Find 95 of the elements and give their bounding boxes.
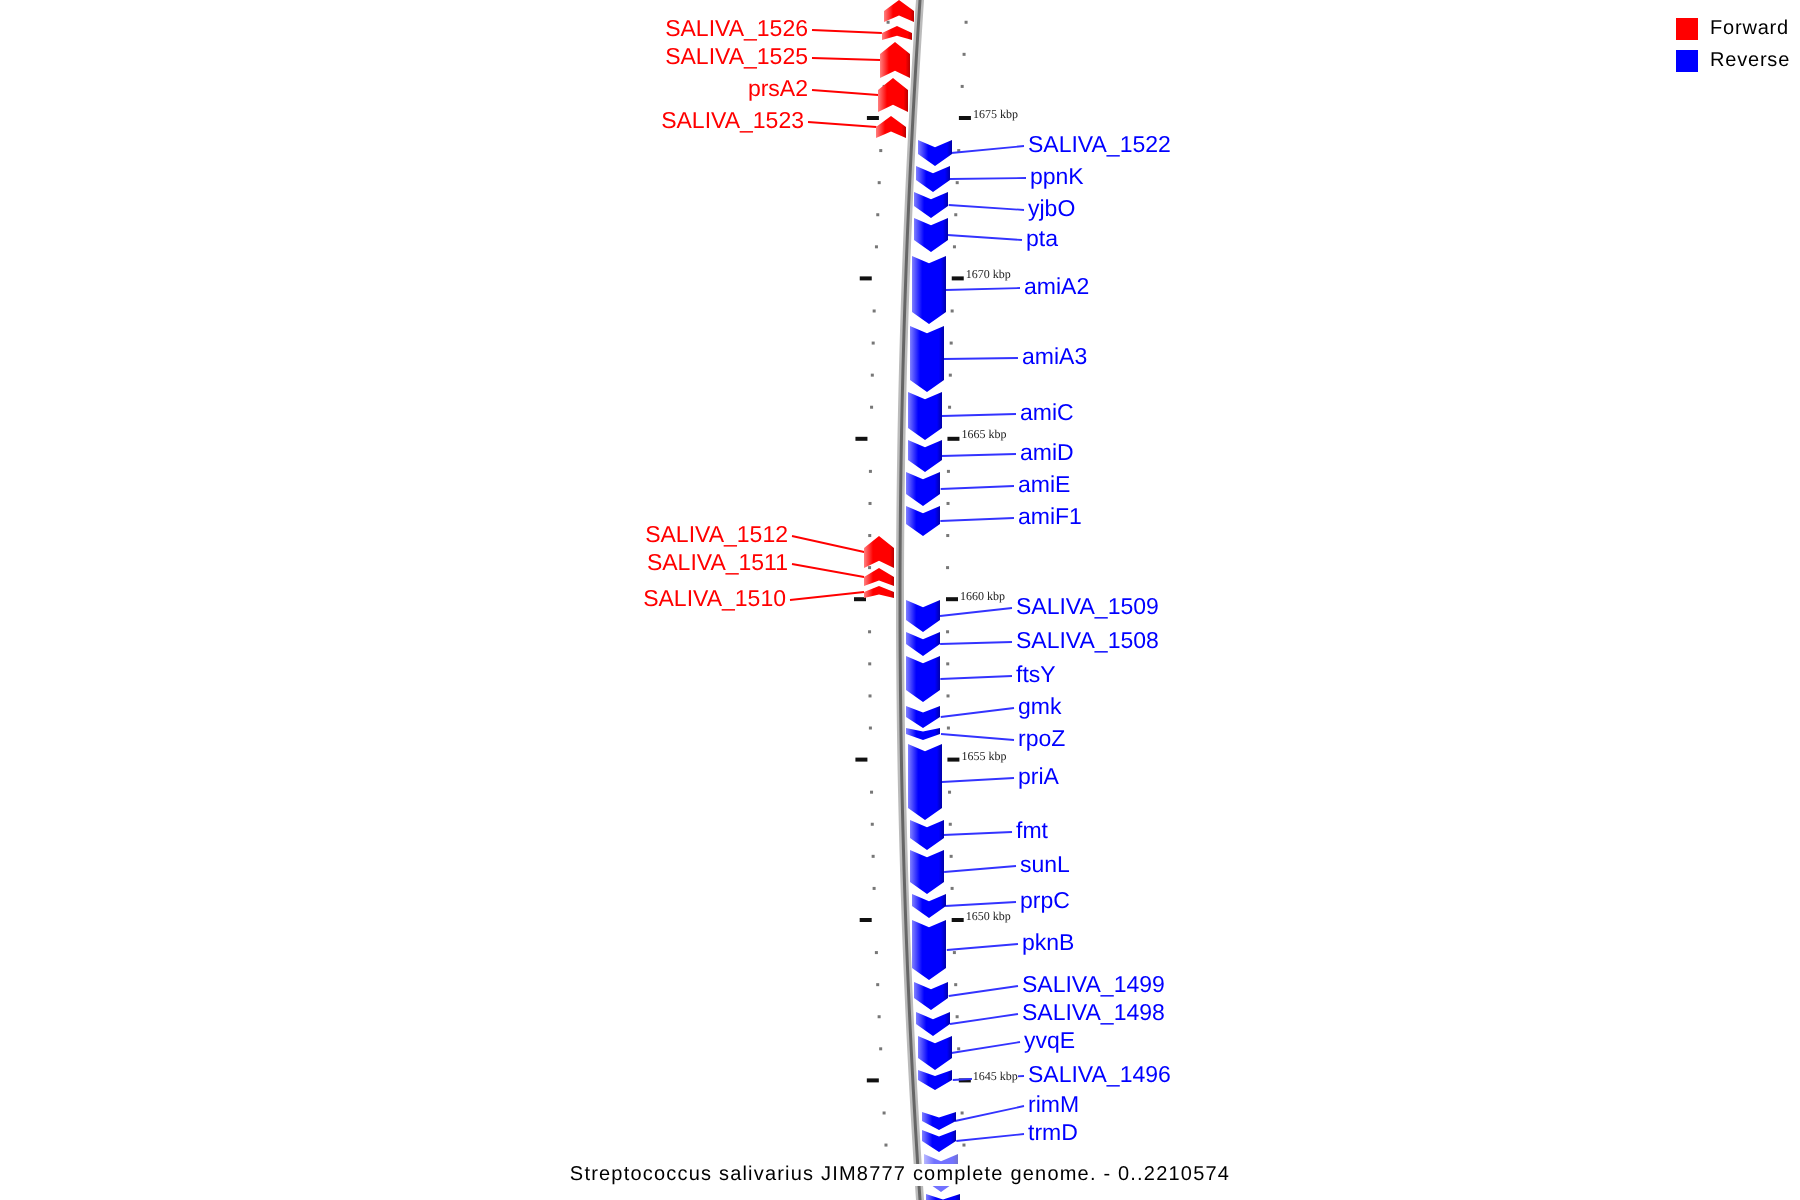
legend-text: Reverse: [1710, 50, 1791, 72]
gene-label: SALIVA_1499: [1022, 972, 1165, 1000]
gene-label: SALIVA_1496: [1028, 1062, 1171, 1090]
leader-line: [939, 675, 1013, 680]
gene-label: SALIVA_1511: [646, 550, 788, 578]
leader-line: [811, 89, 880, 96]
gene-block: [915, 166, 950, 192]
gene-label: SALIVA_1525: [665, 44, 808, 72]
leader-line: [944, 287, 1021, 291]
gene-label: ftsY: [1016, 662, 1056, 690]
gene-block: [906, 632, 941, 656]
gene-label: priA: [1018, 764, 1059, 792]
gene-block: [906, 600, 940, 632]
leader-line: [789, 591, 865, 601]
gene-block: [906, 728, 941, 740]
gene-label: prpC: [1020, 888, 1070, 916]
gene-label: yjbO: [1028, 196, 1076, 224]
leader-line: [946, 234, 1023, 241]
leader-line: [940, 453, 1017, 457]
gene-label: sunL: [1020, 852, 1070, 880]
gene-label: fmt: [1016, 818, 1048, 846]
caption: Streptococcus salivarius JIM8777 complete genome. - 0..2210574: [565, 1164, 1235, 1186]
gene-block: [921, 1112, 956, 1130]
gene-label: SALIVA_1509: [1016, 594, 1159, 622]
leader-line: [947, 985, 1019, 997]
gene-block: [911, 256, 946, 324]
leader-line: [942, 357, 1019, 360]
leader-line: [945, 943, 1019, 951]
leader-line: [939, 707, 1015, 718]
gene-label: rimM: [1028, 1092, 1080, 1120]
leader-line: [954, 1105, 1025, 1122]
gene-block: [915, 1012, 950, 1036]
gene-block: [906, 506, 941, 536]
gene-block: [922, 1130, 957, 1152]
gene-block: [906, 656, 941, 702]
gene-block: [917, 1036, 952, 1070]
gene-block: [907, 392, 942, 440]
gene-block: [913, 218, 948, 252]
gene-label: SALIVA_1522: [1028, 132, 1171, 160]
gene-label: pta: [1026, 226, 1058, 254]
gene-label: amiF1: [1018, 504, 1082, 532]
leader-line: [939, 607, 1013, 617]
leader-line: [940, 733, 1015, 741]
leader-line: [950, 145, 1025, 154]
gene-label: rpoZ: [1018, 726, 1066, 754]
leader-line: [943, 865, 1017, 873]
gene-label: SALIVA_1526: [665, 16, 808, 44]
gene-block: [917, 140, 952, 166]
leader-line: [939, 485, 1015, 490]
leader-line: [950, 1041, 1021, 1054]
gene-block: [878, 78, 909, 112]
leader-line: [939, 641, 1013, 645]
gene-block: [909, 326, 944, 392]
gene-label: ppnK: [1030, 164, 1084, 192]
leader-line: [791, 563, 865, 578]
gene-label: amiC: [1020, 400, 1074, 428]
leader-line: [791, 535, 866, 553]
gene-label: SALIVA_1508: [1016, 628, 1159, 656]
gene-block: [910, 850, 945, 894]
gene-block: [918, 1070, 953, 1090]
gene-block: [914, 192, 949, 218]
leader-line: [948, 177, 1027, 180]
gene-block: [876, 116, 907, 138]
gene-label: trmD: [1028, 1120, 1078, 1148]
gene-block: [906, 706, 941, 728]
gene-label: SALIVA_1510: [643, 586, 786, 614]
leader-line: [807, 121, 878, 128]
leader-line: [944, 901, 1017, 907]
leader-line: [811, 29, 883, 34]
legend-text: Forward: [1710, 18, 1789, 40]
gene-block: [864, 536, 895, 568]
gene-block: [907, 440, 942, 472]
gene-label: amiA3: [1022, 344, 1088, 372]
gene-block: [864, 568, 894, 586]
gene-label: SALIVA_1523: [661, 108, 804, 136]
leader-line: [941, 413, 1017, 417]
leader-line: [947, 204, 1025, 211]
leader-line: [939, 517, 1015, 522]
gene-label: amiD: [1020, 440, 1074, 468]
gene-block: [906, 472, 941, 506]
gene-label: prsA2: [747, 76, 808, 104]
leader-line: [940, 777, 1015, 783]
gene-block: [864, 586, 894, 598]
leader-line: [955, 1133, 1025, 1142]
gene-label: pknB: [1022, 930, 1075, 958]
leader-line: [949, 1013, 1019, 1025]
gene-label: gmk: [1018, 694, 1062, 722]
gene-label: SALIVA_1512: [645, 522, 788, 550]
gene-label: SALIVA_1498: [1022, 1000, 1165, 1028]
leader-line: [811, 57, 882, 61]
gene-label: amiA2: [1024, 274, 1090, 302]
leader-line: [942, 831, 1013, 836]
gene-label: amiE: [1018, 472, 1071, 500]
gene-block: [883, 0, 914, 22]
gene-label: yvqE: [1024, 1028, 1076, 1056]
